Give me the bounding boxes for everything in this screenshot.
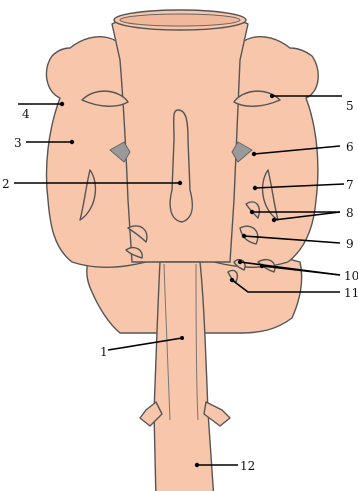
leader-dot-12 bbox=[195, 463, 199, 467]
label-9: 9 bbox=[346, 237, 354, 251]
leader-dot-11 bbox=[230, 278, 234, 282]
top-opening-inner bbox=[120, 14, 240, 26]
leader-dot-3 bbox=[70, 140, 74, 144]
leader-dot-6 bbox=[252, 152, 256, 156]
leader-dot-8a bbox=[250, 210, 254, 214]
leader-dot-5 bbox=[270, 94, 274, 98]
leader-dot-10b bbox=[260, 264, 264, 268]
label-7: 7 bbox=[346, 178, 354, 192]
label-2: 2 bbox=[2, 177, 10, 191]
label-8: 8 bbox=[346, 206, 354, 220]
leader-dot-7 bbox=[253, 186, 257, 190]
label-6: 6 bbox=[346, 140, 354, 154]
leader-dot-4 bbox=[60, 102, 64, 106]
leader-dot-2 bbox=[178, 181, 182, 185]
label-4: 4 bbox=[22, 107, 30, 121]
label-1: 1 bbox=[100, 345, 108, 359]
leader-dot-10a bbox=[238, 260, 242, 264]
label-10: 10 bbox=[344, 269, 358, 283]
label-11: 11 bbox=[344, 286, 358, 300]
label-12: 12 bbox=[240, 459, 255, 473]
leader-dot-1 bbox=[180, 336, 184, 340]
label-5: 5 bbox=[346, 99, 354, 113]
label-3: 3 bbox=[14, 136, 22, 150]
leader-dot-9 bbox=[242, 234, 246, 238]
leader-dot-8b bbox=[272, 218, 276, 222]
